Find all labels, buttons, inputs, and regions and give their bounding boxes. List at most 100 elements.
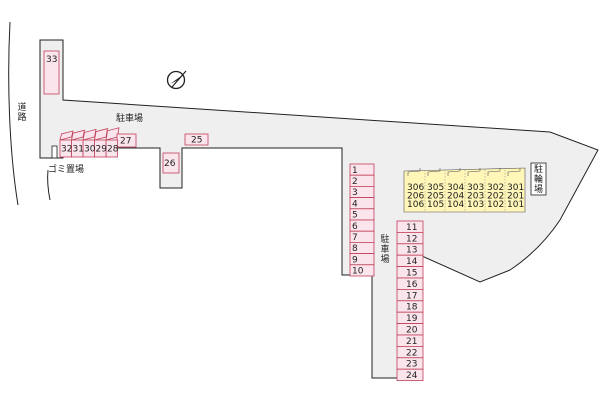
- parking-lot-15: 15: [396, 266, 424, 279]
- parking-lot-box: [162, 152, 180, 174]
- room-number: 306: [407, 183, 424, 193]
- parking-lot-number: 24: [406, 371, 418, 381]
- parking-lot-number: 5: [352, 211, 358, 221]
- parking-lot-number: 9: [352, 255, 358, 265]
- parking-lot-number: 31: [73, 145, 84, 155]
- road-label: 道路: [17, 101, 26, 123]
- parking-lot-number: 16: [406, 280, 418, 290]
- parking-lot-number: 8: [352, 244, 358, 254]
- parking-lot-11: 11: [396, 220, 424, 233]
- parking-lot-25: 25: [184, 133, 209, 146]
- site-area: [39, 39, 599, 379]
- parking-lot-number: 21: [406, 337, 417, 347]
- parking-lot-tilted-edge: [93, 128, 109, 141]
- unit-entrance-mark: [487, 168, 501, 176]
- parking-lot-33: 33: [43, 50, 60, 95]
- parking-lot-8: 8: [349, 241, 375, 254]
- bicycle-parking-box: [530, 162, 547, 196]
- parking-lot-14: 14: [396, 254, 424, 267]
- room-number: 201: [507, 192, 524, 202]
- parking-lot-29: 29: [94, 139, 108, 158]
- parking-lot-number: 30: [84, 145, 96, 155]
- room-number: 205: [427, 192, 444, 202]
- unit-entrance-mark: [427, 168, 441, 176]
- road-edges: [8, 21, 51, 206]
- parking-lot-tilted-edge: [59, 130, 74, 141]
- parking-lot-13: 13: [396, 243, 424, 256]
- garbage-label: ゴミ置場: [48, 163, 84, 175]
- parking-lot-number: 18: [406, 303, 418, 313]
- parking-lot-20: 20: [396, 323, 424, 336]
- room-number: 206: [407, 192, 424, 202]
- room-number: 104: [447, 200, 464, 210]
- parking-lot-number: 32: [61, 145, 72, 155]
- room-number: 302: [487, 183, 504, 193]
- parking-lot-17: 17: [396, 288, 424, 301]
- compass-icon: [166, 70, 187, 90]
- room-number: 304: [447, 183, 464, 193]
- room-number: 105: [427, 200, 444, 210]
- parking-lot-number: 17: [406, 291, 417, 301]
- parking-lot-tilted-edge: [105, 127, 120, 141]
- parking-lot-number: 3: [352, 188, 358, 198]
- parking-lot-12: 12: [396, 231, 424, 244]
- parking-lot-number: 33: [46, 55, 57, 65]
- building-outline: [403, 167, 526, 213]
- unit-entrance-mark: [447, 168, 461, 176]
- parking-lot-3: 3: [349, 185, 375, 198]
- parking-lot-7: 7: [349, 230, 375, 243]
- parking-lot-5: 5: [349, 208, 375, 221]
- parking-lot-number: 4: [352, 199, 358, 209]
- parking-lot-26: 26: [162, 152, 180, 174]
- parking-lot-27: 27: [116, 133, 137, 148]
- room-number: 202: [487, 192, 504, 202]
- parking-lot-number: 6: [352, 222, 358, 232]
- parking-lot-number: 1: [352, 166, 358, 176]
- parking-lot-number: 11: [406, 223, 417, 233]
- parking-lot-number: 26: [164, 159, 176, 169]
- apartment-building: 3062061063052051053042041043032031033022…: [403, 167, 526, 213]
- parking-lot-number: 28: [107, 145, 119, 155]
- parking-lot-24: 24: [396, 368, 424, 382]
- parking-lot-number: 29: [96, 145, 108, 155]
- svg-text:駐車場: 駐車場: [380, 233, 389, 265]
- parking-top-label: 駐車場: [116, 112, 143, 124]
- unit-entrance-mark: [407, 168, 421, 176]
- parking-right-label: 駐車場: [380, 233, 389, 265]
- parking-lot-number: 19: [406, 314, 418, 324]
- parking-lot-16: 16: [396, 277, 424, 290]
- parking-lot-32: 32: [59, 139, 72, 158]
- room-number: 303: [467, 183, 484, 193]
- parking-lot-number: 27: [120, 137, 131, 147]
- parking-lot-number: 12: [406, 234, 417, 244]
- garbage-box: [51, 145, 58, 159]
- unit-entrance-mark: [507, 168, 521, 176]
- room-number: 301: [507, 183, 524, 193]
- parking-lot-2: 2: [349, 174, 375, 187]
- parking-lot-23: 23: [396, 357, 424, 370]
- parking-lot-28: 28: [105, 139, 119, 158]
- parking-lot-31: 31: [71, 139, 84, 158]
- parking-lot-1: 1: [349, 163, 375, 176]
- parking-lot-tilted-edge: [82, 128, 97, 141]
- parking-lot-6: 6: [349, 219, 375, 232]
- room-number: 101: [507, 200, 524, 210]
- unit-entrance-mark: [467, 168, 481, 176]
- parking-lot-number: 7: [352, 233, 358, 243]
- svg-text:駐輪場: 駐輪場: [534, 163, 543, 195]
- parking-lot-number: 25: [191, 136, 202, 146]
- parking-lot-9: 9: [349, 253, 375, 265]
- parking-lot-number: 14: [406, 257, 418, 267]
- parking-lot-box: [184, 133, 209, 146]
- parking-lot-number: 23: [406, 360, 417, 370]
- parking-lot-box: [396, 368, 424, 382]
- parking-lot-box: [43, 50, 60, 95]
- parking-lot-box: [349, 264, 375, 277]
- parking-lot-19: 19: [396, 311, 424, 324]
- parking-lot-box: [59, 139, 72, 158]
